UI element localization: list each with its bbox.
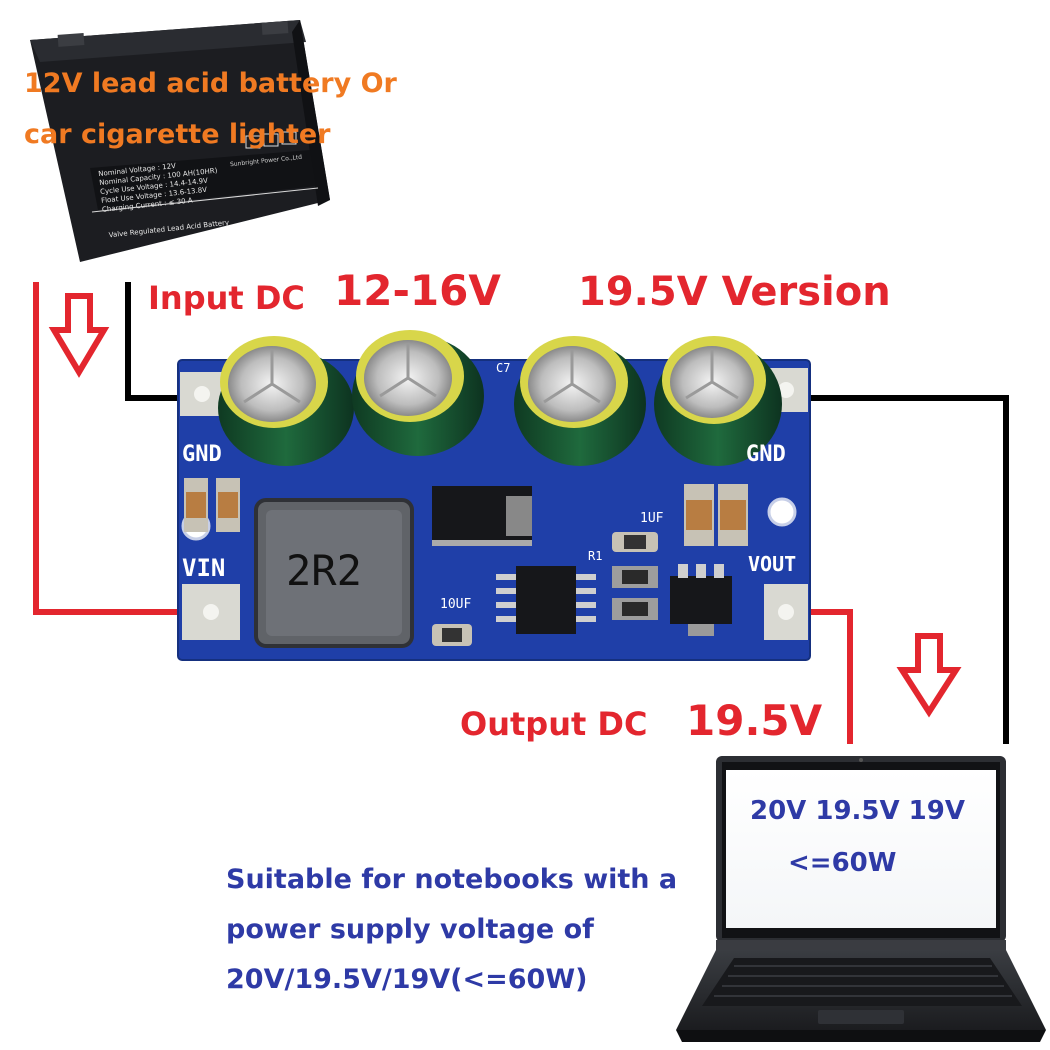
down-arrow-icon — [48, 293, 110, 378]
output-ground-wire — [790, 395, 1009, 744]
capacitor-2 — [352, 330, 484, 456]
inductor-marking: 2R2 — [286, 546, 362, 595]
pin-label-vout: VOUT — [748, 552, 797, 576]
capacitor-1 — [218, 336, 354, 466]
resistor-label-r1: R1 — [588, 549, 603, 563]
note-line2: power supply voltage of — [226, 914, 594, 945]
output-voltage: 19.5V — [686, 696, 823, 745]
pin-label-gnd-right: GND — [746, 442, 786, 467]
cap-label-c7: C7 — [496, 361, 511, 375]
battery-caption-line1: 12V lead acid battery Or — [24, 68, 397, 99]
laptop-screen-voltages: 20V 19.5V 19V — [750, 796, 965, 826]
capacitor-4 — [654, 336, 782, 466]
laptop-illustration — [676, 756, 1046, 1042]
battery-illustration — [30, 20, 330, 262]
battery-caption-line2: car cigarette lighter — [24, 119, 331, 150]
pin-label-gnd-left: GND — [182, 442, 222, 467]
input-label-prefix: Input DC — [148, 279, 305, 317]
down-arrow-icon — [896, 633, 962, 718]
input-positive-wire — [33, 282, 212, 615]
laptop-screen-power: <=60W — [788, 848, 897, 878]
cap-label-1uf: 1UF — [640, 511, 664, 526]
version-label: 19.5V Version — [578, 269, 891, 315]
capacitor-3 — [514, 336, 646, 466]
cap-label-10uf: 10UF — [440, 597, 472, 612]
note-line1: Suitable for notebooks with a — [226, 864, 678, 895]
pin-label-vin: VIN — [182, 554, 226, 582]
input-voltage-range: 12-16V — [334, 266, 501, 315]
note-line3: 20V/19.5V/19V(<=60W) — [226, 964, 588, 995]
output-label-prefix: Output DC — [460, 705, 648, 743]
